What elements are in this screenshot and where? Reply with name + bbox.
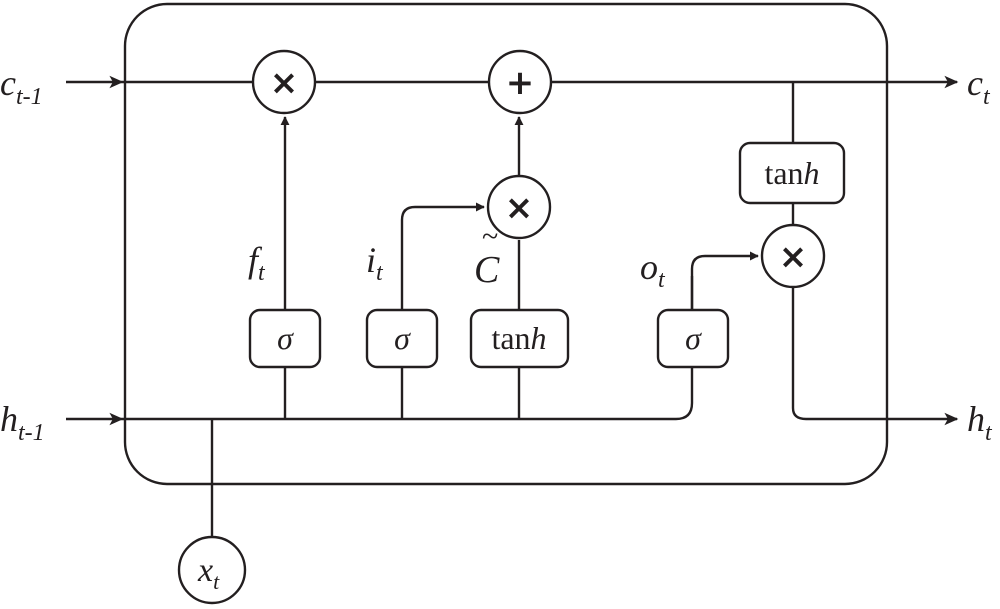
sigma-label: σ (685, 320, 702, 356)
forget-multiply-node: × (251, 49, 317, 115)
cell-add-node: + (487, 49, 553, 115)
input-xt-node: xt (177, 535, 247, 605)
cell-output-tanh-box: tanh (738, 141, 846, 205)
hidden-state-out-arrow (791, 288, 959, 426)
tanh-label: tanh (764, 155, 819, 191)
candidate-label: C (474, 249, 500, 291)
hidden-state-out-label: ht (967, 399, 993, 446)
hidden-input-bus (122, 276, 694, 421)
forget-gate-sigma-box: σ (248, 308, 322, 369)
multiply-symbol: × (779, 237, 808, 277)
output-gate-sigma-box: σ (656, 308, 730, 369)
multiply-symbol: × (270, 63, 299, 103)
sigma-label: σ (394, 320, 411, 356)
cell-boundary (123, 2, 889, 486)
output-gate-arrow (690, 251, 759, 310)
hidden-state-prev-label: ht-1 (0, 399, 45, 446)
candidate-tanh-box: tanh (469, 308, 570, 369)
cell-state-out-label: ct (967, 63, 991, 110)
forget-gate-label: ft (248, 240, 266, 286)
tanh-label: tanh (491, 320, 546, 356)
input-gate-arrow (400, 202, 485, 310)
sigma-label: σ (277, 320, 294, 356)
multiply-symbol: × (505, 188, 534, 228)
input-multiply-node: × (486, 174, 552, 240)
output-gate-label: ot (640, 247, 666, 293)
output-multiply-node: × (760, 223, 826, 289)
candidate-tilde: ~ (482, 220, 498, 253)
input-gate-sigma-box: σ (365, 308, 439, 369)
input-xt-label: xt (197, 552, 220, 594)
input-gate-label: it (366, 240, 384, 286)
cell-state-prev-label: ct-1 (0, 63, 43, 110)
add-symbol: + (506, 63, 535, 103)
